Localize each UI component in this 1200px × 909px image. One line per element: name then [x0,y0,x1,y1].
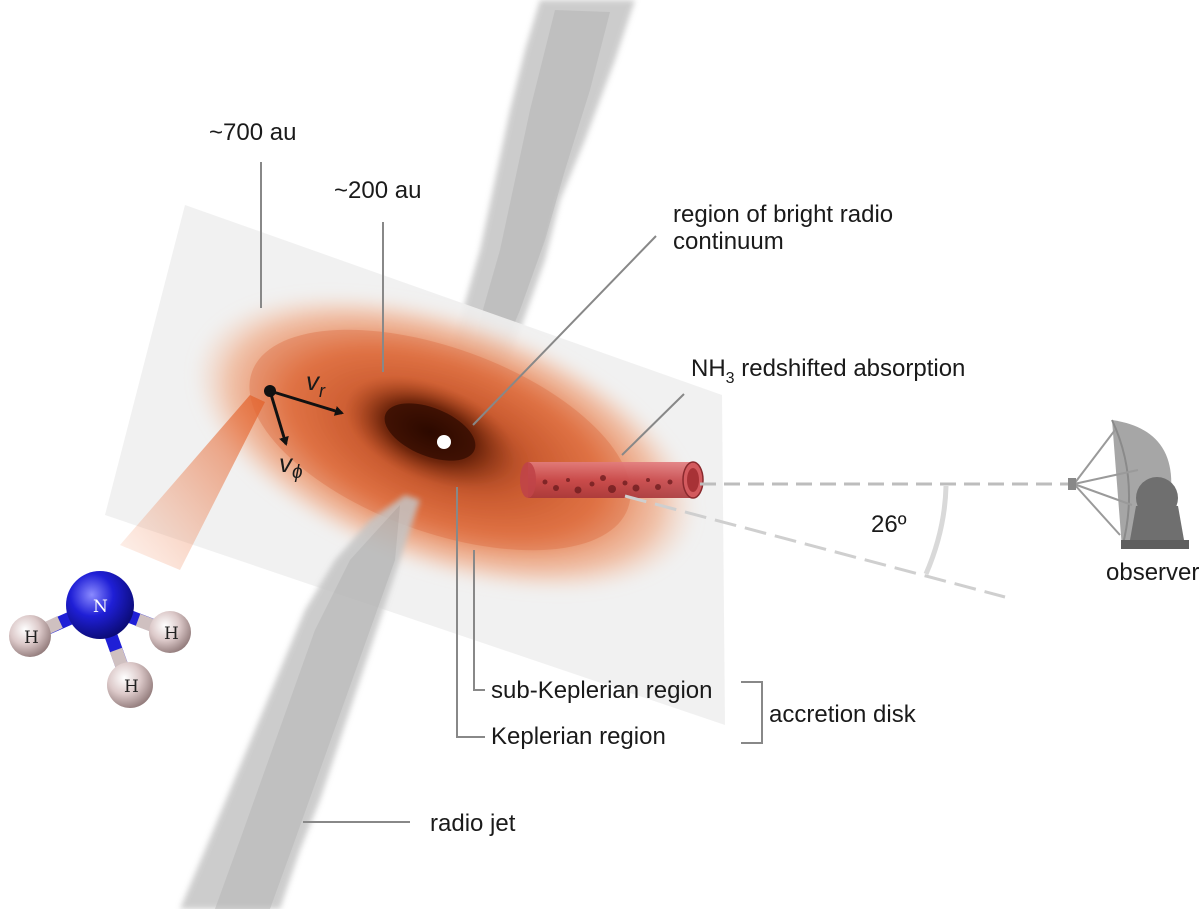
hydrogen-label: H [164,624,179,644]
radio-jet-label: radio jet [430,810,516,837]
observer-label: observer [1106,559,1199,586]
central-source [437,435,451,449]
keplerian-label: Keplerian region [491,723,666,750]
absorption-cylinder [520,461,704,499]
v-r-label: vr [306,366,326,401]
radio-jet-upper [440,0,635,395]
hydrogen-atom [9,615,51,657]
scale-200au-label: ~200 au [334,177,421,204]
velocity-vectors: vr vϕ [264,366,344,483]
sub-keplerian-label: sub-Keplerian region [491,677,712,704]
angle-arc [923,485,949,575]
emission-beam [120,395,265,570]
nh3-absorption-label: NH3 redshifted absorption [691,355,965,387]
bright-continuum-label: region of bright radio [673,201,893,228]
nitrogen-atom [66,571,134,639]
angle-label: 26º [871,511,907,538]
ammonia-molecule-icon: N H H H [9,571,191,708]
radio-jet-lower [180,495,420,909]
hydrogen-atom [107,662,153,708]
radio-telescope-icon [1068,419,1189,549]
leader-lines [260,162,763,823]
hydrogen-atom [149,611,191,653]
disk-axis-projection [624,494,1006,599]
scale-700au-label: ~700 au [209,119,296,146]
bright-continuum-label-2: continuum [673,228,784,255]
hydrogen-label: H [24,628,39,648]
v-phi-arrow [268,390,289,446]
accretion-disk-label: accretion disk [769,701,917,728]
nitrogen-label: N [93,597,108,617]
v-r-arrow [269,389,344,416]
v-phi-label: vϕ [279,448,303,483]
hydrogen-label: H [124,677,139,697]
